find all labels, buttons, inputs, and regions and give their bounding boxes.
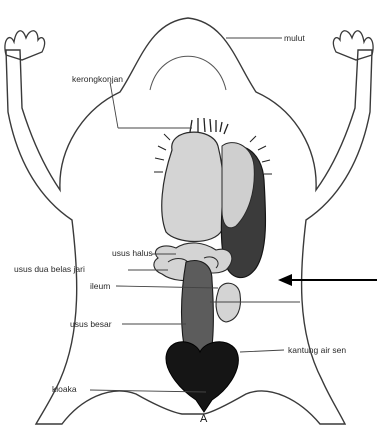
right-hand-fingers bbox=[333, 31, 373, 60]
left-hand-fingers bbox=[5, 31, 45, 60]
ileum-loop bbox=[216, 283, 240, 322]
esophagus-fringe bbox=[190, 118, 228, 134]
label-ileum: ileum bbox=[90, 281, 110, 291]
urinary-bladder bbox=[166, 342, 238, 412]
mouth-line bbox=[150, 56, 226, 90]
label-usus-halus: usus halus bbox=[112, 248, 153, 258]
label-usus-besar: usus besar bbox=[70, 319, 112, 329]
liver-left-lobe bbox=[162, 132, 224, 241]
label-kloaka: kloaka bbox=[52, 384, 77, 394]
label-kantung-air-seni: kantung air sen bbox=[288, 345, 346, 355]
label-mulut: mulut bbox=[284, 33, 305, 43]
label-usus-dua-belas-jari: usus dua belas jari bbox=[14, 264, 85, 274]
pointer-arrow bbox=[278, 274, 377, 286]
figure-letter: A bbox=[200, 414, 207, 424]
label-kerongkongan: kerongkonjan bbox=[72, 74, 123, 84]
